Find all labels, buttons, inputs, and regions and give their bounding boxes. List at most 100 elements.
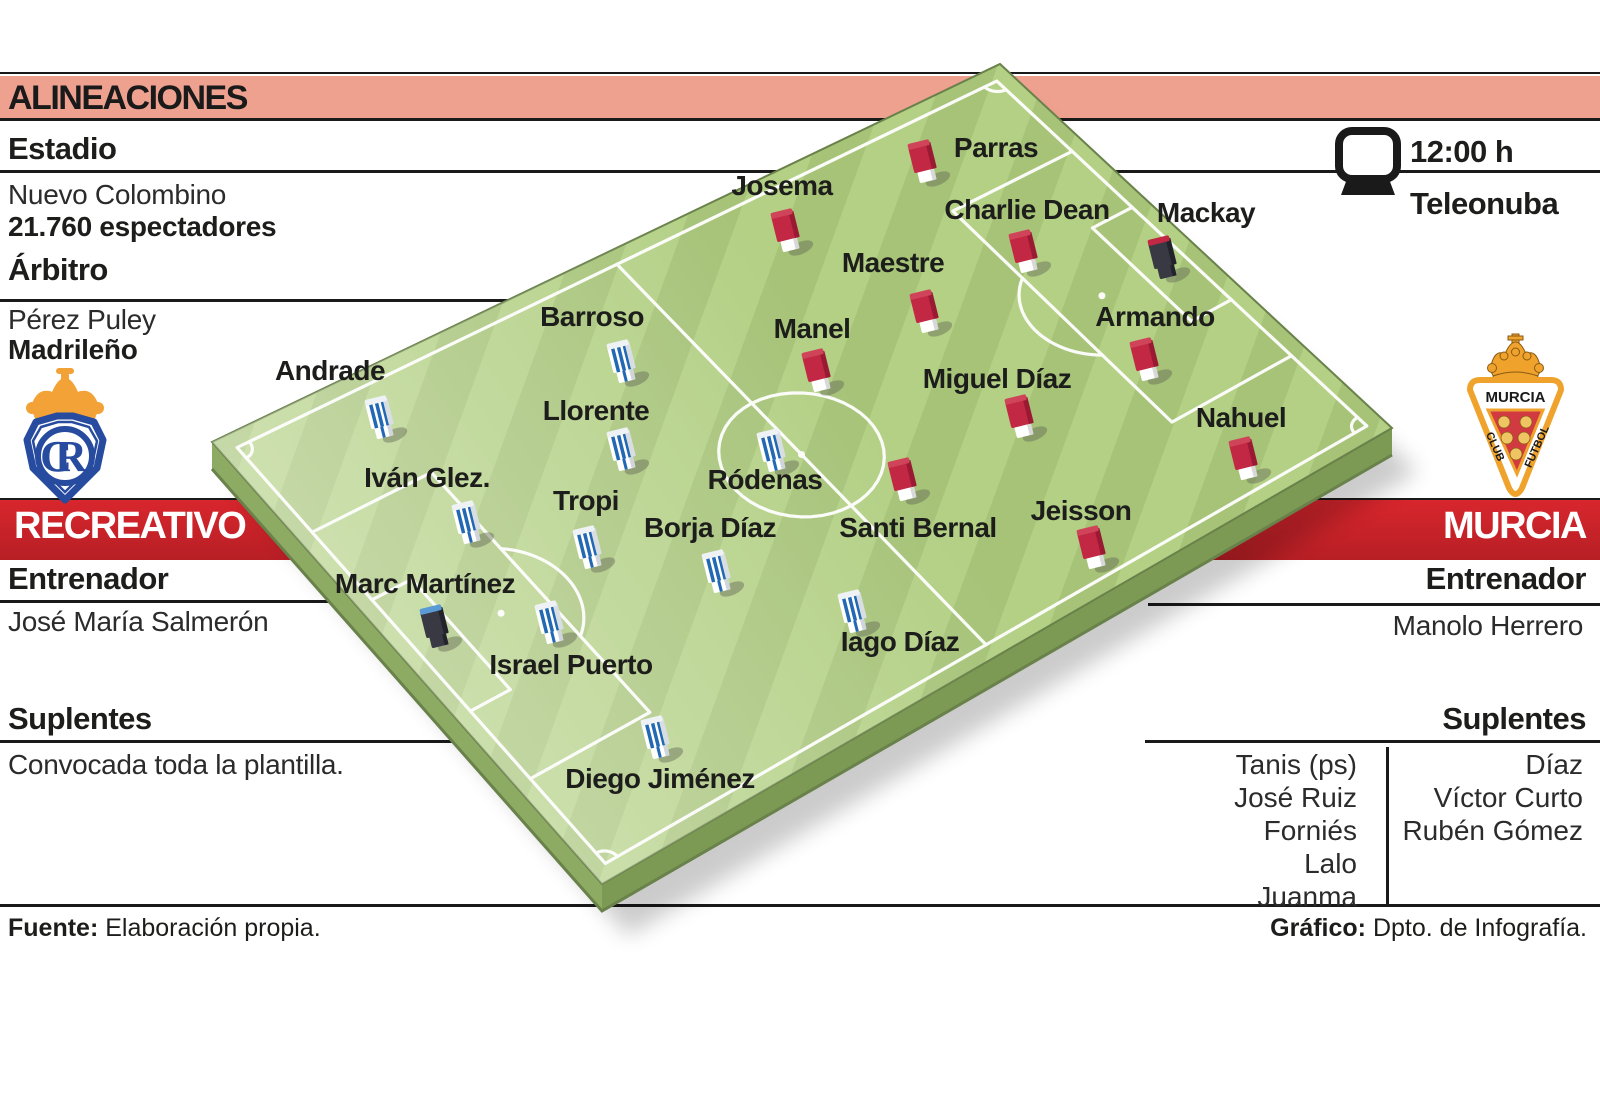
rule-coach-away xyxy=(1148,603,1600,606)
subs-home-heading: Suplentes xyxy=(8,701,152,736)
rule-footer xyxy=(0,904,1600,907)
stadium-capacity: 21.760 espectadores xyxy=(8,211,277,242)
subs-away-heading: Suplentes xyxy=(1442,701,1586,736)
player-figure xyxy=(907,139,951,187)
source-label: Fuente: xyxy=(8,914,99,942)
player-figure xyxy=(1129,337,1173,385)
subs-away-divider xyxy=(1386,747,1389,905)
away-team-name: MURCIA xyxy=(1443,505,1587,547)
player-figure xyxy=(701,549,745,597)
referee-heading: Árbitro xyxy=(8,252,108,287)
subs-away-item: José Ruiz xyxy=(1234,782,1357,813)
credit-note: Gráfico: Dpto. de Infografía. xyxy=(1270,914,1587,943)
player-figures xyxy=(364,139,1272,763)
rule-under-bar xyxy=(0,118,1600,121)
player-figure xyxy=(606,427,650,475)
subs-away-item: Lalo xyxy=(1304,848,1357,879)
tv-channel: Teleonuba xyxy=(1410,186,1559,221)
subs-away-item: Rubén Gómez xyxy=(1402,815,1583,846)
player-label: Tropi xyxy=(553,485,619,516)
murcia-crest-icon: MURCIA CLUB FUTBOL xyxy=(1467,333,1564,497)
svg-text:C: C xyxy=(40,432,72,481)
player-figure xyxy=(451,500,495,548)
stadium-heading: Estadio xyxy=(8,131,117,166)
subs-away-item: Forniés xyxy=(1263,815,1357,846)
credit-label: Gráfico: xyxy=(1270,914,1367,942)
player-figure xyxy=(837,589,881,637)
page-title: ALINEACIONES xyxy=(8,79,248,117)
player-label: Ródenas xyxy=(708,464,823,495)
player-figure xyxy=(770,208,814,256)
player-label: Miguel Díaz xyxy=(923,363,1072,394)
player-figure xyxy=(1228,436,1272,484)
player-label: Mackay xyxy=(1157,197,1256,228)
subs-away-item: Díaz xyxy=(1525,749,1583,780)
player-label: Maestre xyxy=(842,247,944,278)
subs-away-item: Tanis (ps) xyxy=(1235,749,1357,780)
subs-away-item: Juanma xyxy=(1257,881,1357,912)
player-figure xyxy=(756,428,800,476)
murcia-badge-title: MURCIA xyxy=(1486,389,1546,406)
player-figure xyxy=(640,715,684,763)
kickoff-time: 12:00 h xyxy=(1410,134,1514,169)
source-note: Fuente: Elaboración propia. xyxy=(8,914,321,943)
pitch-light-wash xyxy=(212,64,1392,884)
player-label: Marc Martínez xyxy=(335,568,515,599)
rule-coach-home xyxy=(0,600,350,603)
alineaciones-bar: ALINEACIONES xyxy=(0,76,1600,118)
pitch-side-left xyxy=(212,442,602,911)
subs-away-item: Víctor Curto xyxy=(1433,782,1583,813)
player-figure xyxy=(887,457,931,505)
rule-top xyxy=(0,72,1600,74)
player-figure xyxy=(801,348,845,396)
source-text: Elaboración propia. xyxy=(105,914,321,942)
stadium-name: Nuevo Colombino xyxy=(8,179,227,210)
coach-home-heading: Entrenador xyxy=(8,561,169,596)
svg-text:R: R xyxy=(55,432,88,481)
credit-text: Dpto. de Infografía. xyxy=(1372,914,1587,942)
player-label: Israel Puerto xyxy=(489,649,653,680)
player-label: Llorente xyxy=(543,395,649,426)
rule-subs-home xyxy=(0,740,470,743)
player-label: Iván Glez. xyxy=(364,462,490,493)
player-label: Armando xyxy=(1095,301,1215,332)
player-label: Parras xyxy=(954,132,1038,163)
referee-name: Pérez Puley xyxy=(8,304,156,335)
player-figure xyxy=(909,289,953,337)
coach-away-name: Manolo Herrero xyxy=(1392,610,1584,641)
player-label: Diego Jiménez xyxy=(565,763,755,794)
player-label: Nahuel xyxy=(1196,402,1286,433)
player-figure xyxy=(1004,394,1048,442)
recreativo-crest-icon: C R xyxy=(23,368,107,504)
player-figure xyxy=(572,525,616,573)
tv-icon xyxy=(1335,127,1401,195)
player-label: Iago Díaz xyxy=(841,626,959,657)
rule-arbitro xyxy=(0,299,520,302)
player-label: Barroso xyxy=(540,301,644,332)
player-label: Santi Bernal xyxy=(839,512,996,543)
player-figure xyxy=(1147,235,1191,283)
player-figure xyxy=(419,604,463,652)
pitch-markings xyxy=(235,79,1369,866)
player-label: Josema xyxy=(731,170,833,201)
player-figure xyxy=(1076,525,1120,573)
player-figure xyxy=(1008,229,1052,277)
player-label: Manel xyxy=(774,313,851,344)
player-label: Jeisson xyxy=(1031,495,1132,526)
referee-region: Madrileño xyxy=(8,334,138,365)
player-figure xyxy=(364,395,408,443)
pitch-side-front xyxy=(602,428,1392,911)
player-label: Charlie Dean xyxy=(944,194,1109,225)
coach-home-name: José María Salmerón xyxy=(8,606,269,637)
player-label: Borja Díaz xyxy=(644,512,776,543)
subs-home-note: Convocada toda la plantilla. xyxy=(8,749,344,780)
pitch-edge-line xyxy=(210,453,1393,913)
rule-subs-away xyxy=(1145,740,1600,743)
player-label: Andrade xyxy=(275,355,385,386)
coach-away-heading: Entrenador xyxy=(1425,561,1587,596)
